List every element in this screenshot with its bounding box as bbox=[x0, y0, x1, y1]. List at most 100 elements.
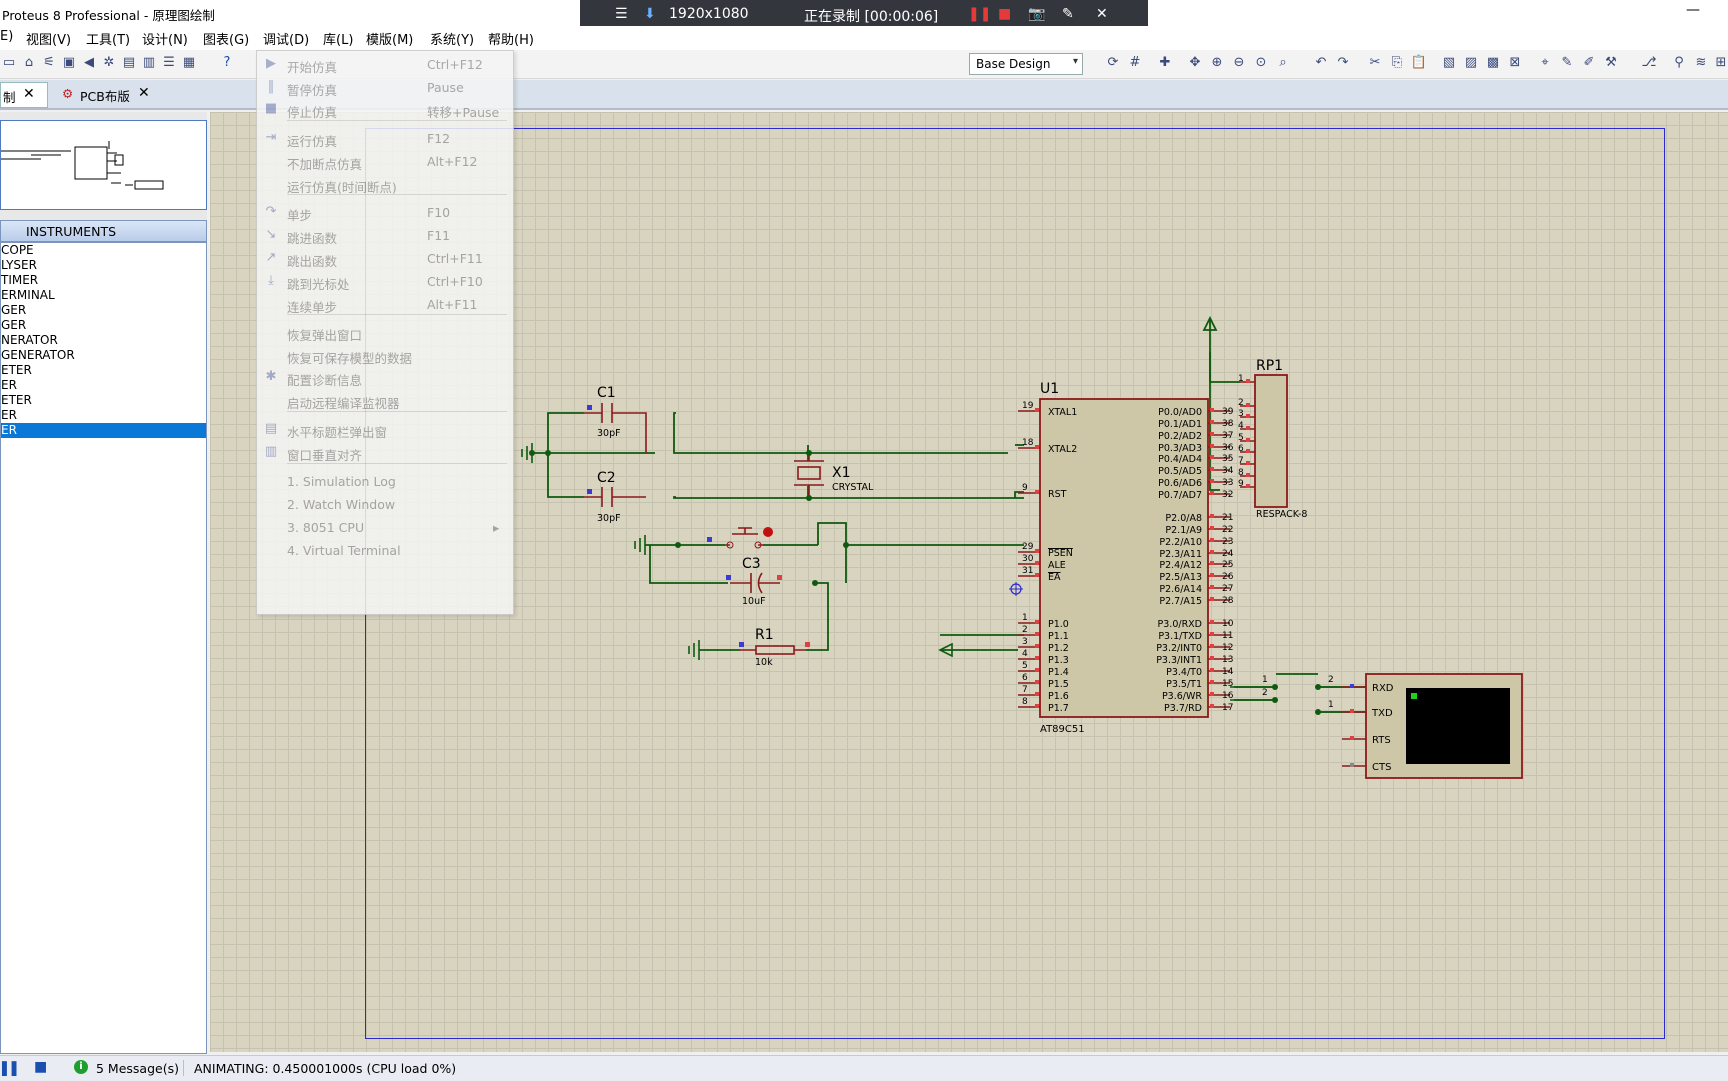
origin-icon[interactable]: ✚ bbox=[1159, 55, 1171, 70]
search-icon[interactable]: ⚲ bbox=[1674, 55, 1684, 70]
pause-record-icon[interactable]: ❚❚ bbox=[968, 6, 992, 22]
instrument-item[interactable]: ERMINAL bbox=[1, 288, 55, 302]
debug-menu-item[interactable]: 4. Virtual Terminal bbox=[257, 539, 513, 563]
pan-icon[interactable]: ✥ bbox=[1189, 55, 1201, 70]
instrument-item[interactable]: ETER bbox=[1, 393, 32, 407]
refresh-icon[interactable]: ⟳ bbox=[1107, 55, 1119, 70]
rp1-body[interactable] bbox=[1254, 374, 1288, 508]
instrument-item[interactable]: ER bbox=[1, 378, 17, 392]
menu-view[interactable]: 视图(V) bbox=[26, 33, 72, 48]
instrument-item[interactable]: ER bbox=[1, 408, 17, 422]
component-icon[interactable]: ✲ bbox=[103, 55, 115, 70]
capacitor-c1[interactable] bbox=[584, 403, 647, 453]
capacitor-c2[interactable] bbox=[584, 487, 646, 507]
instrument-item[interactable]: ER bbox=[1, 423, 206, 438]
copy-icon[interactable]: ⎘ bbox=[1391, 55, 1403, 70]
menu-library[interactable]: 库(L) bbox=[323, 33, 354, 48]
minimize-button[interactable]: — bbox=[1686, 2, 1700, 18]
close-icon[interactable]: ✕ bbox=[138, 85, 150, 101]
home-icon[interactable]: ⌂ bbox=[24, 55, 34, 70]
stop-simulation-button[interactable]: ■ bbox=[34, 1059, 48, 1075]
folder-icon[interactable]: ▭ bbox=[2, 55, 16, 70]
zoom-area-icon[interactable]: ⌕ bbox=[1279, 55, 1287, 70]
menu-help[interactable]: 帮助(H) bbox=[488, 33, 534, 48]
block-delete-icon[interactable]: ⊠ bbox=[1509, 55, 1521, 70]
menu-graph[interactable]: 图表(G) bbox=[203, 33, 250, 48]
package-icon[interactable]: ✐ bbox=[1583, 55, 1595, 70]
input-terminal[interactable] bbox=[938, 642, 953, 658]
close-icon[interactable]: ✕ bbox=[23, 86, 35, 102]
wire-autorouter-icon[interactable]: ⎇ bbox=[1641, 55, 1657, 70]
netlist-icon[interactable]: ⊞ bbox=[1715, 55, 1727, 70]
debug-menu-item[interactable]: 1. Simulation Log bbox=[257, 470, 513, 494]
instrument-item[interactable]: LYSER bbox=[1, 258, 37, 272]
instrument-item[interactable]: TIMER bbox=[1, 273, 39, 287]
resistor-r1[interactable] bbox=[755, 645, 795, 655]
debug-menu-item[interactable]: ✱配置诊断信息 bbox=[257, 366, 513, 390]
block-rotate-icon[interactable]: ▩ bbox=[1486, 55, 1500, 70]
zoom-all-icon[interactable]: ⊙ bbox=[1255, 55, 1267, 70]
bom-icon[interactable]: ▤ bbox=[122, 55, 136, 70]
decompose-icon[interactable]: ⚒ bbox=[1605, 55, 1617, 70]
crystal-x1[interactable] bbox=[797, 466, 821, 480]
debug-menu-item[interactable]: 2. Watch Window bbox=[257, 493, 513, 517]
pcb-icon[interactable]: ▣ bbox=[62, 55, 76, 70]
pin-icon[interactable]: ⬇ bbox=[644, 6, 656, 22]
instrument-item[interactable]: NERATOR bbox=[1, 333, 58, 347]
recorder-close-icon[interactable]: ✕ bbox=[1096, 6, 1108, 22]
menu-system[interactable]: 系统(Y) bbox=[430, 33, 475, 48]
menu-tools[interactable]: 工具(T) bbox=[86, 33, 131, 48]
script-icon[interactable]: ▥ bbox=[142, 55, 156, 70]
source-icon[interactable]: ☰ bbox=[163, 55, 175, 70]
zoom-out-icon[interactable]: ⊖ bbox=[1233, 55, 1245, 70]
block-move-icon[interactable]: ▨ bbox=[1464, 55, 1478, 70]
pen-icon[interactable]: ✎ bbox=[1062, 6, 1074, 22]
schematic-icon[interactable]: ⚟ bbox=[43, 55, 55, 70]
instrument-item[interactable]: GER bbox=[1, 318, 27, 332]
make-device-icon[interactable]: ✎ bbox=[1561, 55, 1573, 70]
overview-window[interactable] bbox=[0, 120, 207, 210]
menu-template[interactable]: 模版(M) bbox=[366, 33, 414, 48]
instrument-item[interactable]: COPE bbox=[1, 243, 34, 257]
debug-menu-item[interactable]: ▥窗口垂直对齐 bbox=[257, 441, 513, 465]
tab-pcb[interactable]: ⚙ PCB布版 ✕ bbox=[56, 82, 164, 106]
power-terminal[interactable] bbox=[1202, 315, 1218, 331]
recorder-menu-icon[interactable]: ☰ bbox=[615, 6, 628, 22]
zoom-in-icon[interactable]: ⊕ bbox=[1211, 55, 1223, 70]
debug-menu-item[interactable]: 启动远程编译监视器 bbox=[257, 389, 513, 413]
instrument-item[interactable]: ETER bbox=[1, 363, 32, 377]
debug-menu-item[interactable]: 恢复弹出窗口 bbox=[257, 321, 513, 345]
camera-icon[interactable]: 📷 bbox=[1028, 6, 1046, 22]
grid-icon[interactable]: # bbox=[1129, 55, 1141, 70]
pause-simulation-button[interactable]: ▌▌ bbox=[2, 1061, 22, 1076]
undo-icon[interactable]: ↶ bbox=[1315, 55, 1327, 70]
menu-debug[interactable]: 调试(D) bbox=[263, 33, 310, 48]
debug-menu-item[interactable]: 运行仿真(时间断点) bbox=[257, 173, 513, 197]
property-icon[interactable]: ≋ bbox=[1695, 55, 1707, 70]
pick-icon[interactable]: ⌖ bbox=[1541, 55, 1549, 70]
debug-menu-item[interactable]: ■停止仿真转移+Pause bbox=[257, 98, 513, 122]
messages-count[interactable]: 5 Message(s) bbox=[96, 1061, 179, 1076]
notes-icon[interactable]: ▦ bbox=[182, 55, 196, 70]
design-select[interactable]: Base Design ▾ bbox=[969, 53, 1083, 75]
back-icon[interactable]: ◀ bbox=[84, 55, 94, 70]
debug-menu-item[interactable]: 3. 8051 CPU▸ bbox=[257, 516, 513, 540]
instrument-item[interactable]: GER bbox=[1, 303, 27, 317]
stop-record-icon[interactable]: ■ bbox=[998, 6, 1012, 22]
instrument-item[interactable]: GENERATOR bbox=[1, 348, 75, 362]
paste-icon[interactable]: 📋 bbox=[1410, 55, 1428, 70]
tab-schematic[interactable]: 制 ✕ bbox=[0, 82, 48, 108]
menu-design[interactable]: 设计(N) bbox=[142, 33, 188, 48]
help-icon[interactable]: ? bbox=[223, 55, 231, 70]
cut-icon[interactable]: ✂ bbox=[1369, 55, 1381, 70]
menu-edit[interactable]: E) bbox=[0, 29, 14, 44]
